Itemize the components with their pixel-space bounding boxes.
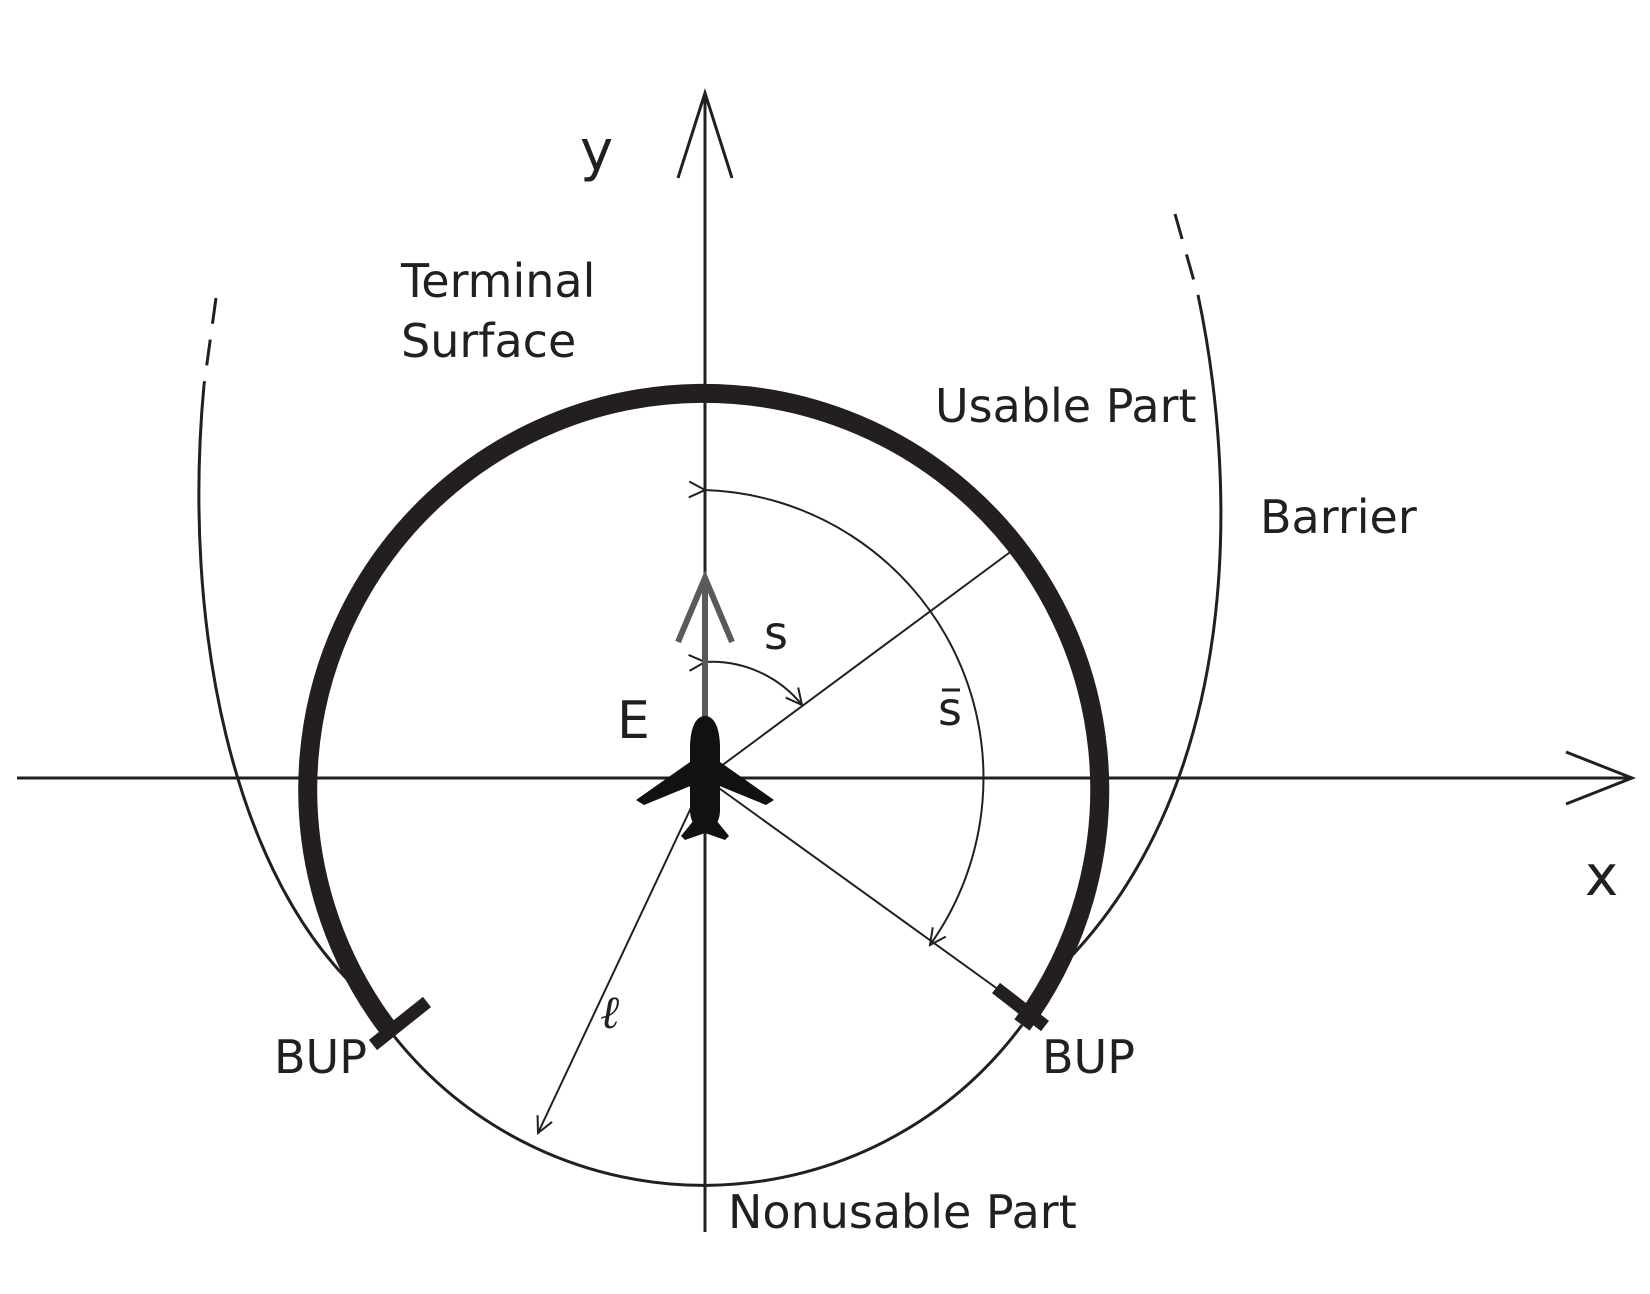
angle-s-arc (705, 662, 802, 705)
terminal-surface-nonusable-part (388, 1024, 1024, 1187)
bup-marker-left (368, 996, 432, 1051)
coordinate-axes (17, 88, 1637, 1232)
terminal-surface-label-line2: Surface (401, 314, 576, 368)
angle-arcs (705, 490, 985, 945)
usable-part-label: Usable Part (935, 379, 1197, 433)
bup-left-label: BUP (274, 1030, 367, 1084)
angle-s-bar-arc (705, 490, 985, 945)
terminal-surface-usable-part (298, 383, 1110, 1037)
airplane-wings (636, 762, 774, 805)
radius-l-line (538, 777, 706, 1133)
angle-s-label: s (764, 606, 788, 660)
airplane-icon (636, 716, 774, 840)
distance-l-label: ℓ (600, 985, 620, 1039)
heading-arrow-head (675, 570, 735, 644)
x-axis-arrowhead (1565, 750, 1637, 806)
barrier-curve-left (197, 384, 370, 1002)
y-axis-label: y (580, 119, 613, 184)
y-axis-arrowhead (676, 88, 734, 179)
radial-line-usable (704, 549, 1014, 779)
barrier-label: Barrier (1260, 490, 1417, 544)
barrier-curve-right (1057, 294, 1223, 971)
airplane-tail (681, 820, 729, 840)
radial-line-bup (704, 777, 1007, 996)
angle-s-bar-label: s (938, 682, 962, 736)
barrier-dash-left (202, 297, 218, 386)
heading-arrow (675, 570, 735, 722)
x-axis-label: x (1585, 844, 1618, 909)
angle-s-bar-label-group: s (938, 682, 962, 736)
bup-right-label: BUP (1042, 1030, 1135, 1084)
terminal-surface-label-line1: Terminal (400, 254, 595, 308)
barrier (197, 213, 1223, 1002)
barrier-dash-right (1173, 213, 1200, 296)
evader-label: E (617, 691, 650, 751)
nonusable-part-label: Nonusable Part (728, 1185, 1077, 1239)
